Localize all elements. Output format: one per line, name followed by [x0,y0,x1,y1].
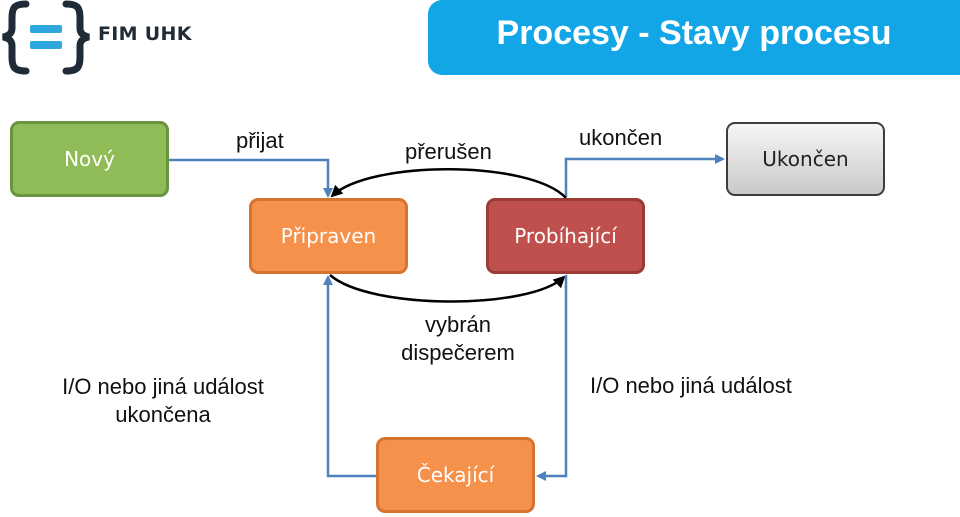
state-novy: Nový [10,121,169,197]
state-probihajici: Probíhající [486,198,645,274]
arrow-vybran [329,274,566,303]
label-ukoncen: ukončen [579,125,663,150]
label-io-ukoncena-line1: I/O nebo jiná událost [62,374,264,399]
label-prerusen: přerušen [405,139,492,164]
logo-text: FIM UHK [98,23,192,45]
label-vybran-line2: dispečerem [401,340,515,365]
arrow-prijat [169,158,333,198]
arrow-prerusen [330,168,567,199]
title-banner: Procesy - Stavy procesu [428,0,960,75]
label-io-udalost: I/O nebo jiná událost [590,373,792,398]
state-ukoncen: Ukončen [726,122,885,196]
braces-logo-icon [2,0,90,75]
label-prijat: přijat [236,128,284,153]
fim-uhk-logo: FIM UHK [0,0,200,75]
arrow-io-ukoncena [323,275,376,478]
label-io-ukoncena: I/O nebo jiná událost ukončena [38,373,288,429]
label-io-ukoncena-line2: ukončena [115,402,211,427]
arrow-ukoncen [564,154,725,197]
state-cekajici: Čekající [376,437,535,513]
arrow-io-udalost [536,275,568,481]
state-pripraven: Připraven [249,198,408,274]
label-vybran-dispecerem: vybrán dispečerem [392,311,524,367]
label-vybran-line1: vybrán [424,312,492,337]
page-title: Procesy - Stavy procesu [496,14,892,52]
